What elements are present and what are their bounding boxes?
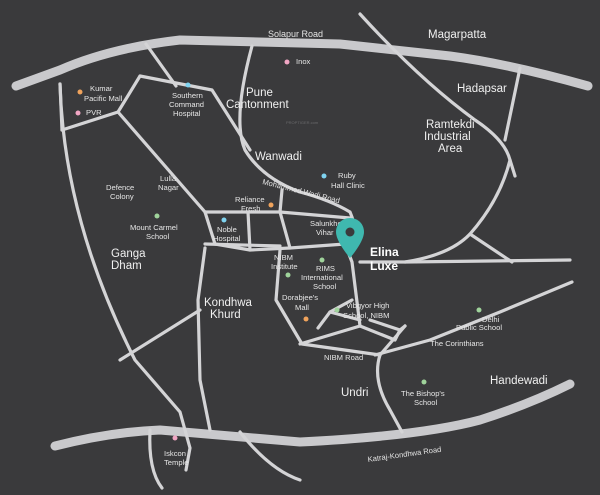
poi-lulla-nagar-line2: Nagar: [158, 183, 179, 192]
area-hadapsar: Hadapsar: [457, 83, 507, 95]
project-name-line1: Elina: [370, 245, 399, 259]
mount-carmel-marker-icon: [154, 213, 160, 219]
area-pune-cantonment-line1: Pune: [246, 87, 273, 99]
poi-rims-school-line3: School: [313, 282, 337, 291]
poi-inox: Inox: [296, 57, 311, 66]
poi-lulla-nagar-line1: Lulla: [160, 174, 177, 183]
poi-kumar-pacific-line2: Pacific Mall: [84, 94, 123, 103]
poi-ruby-hall-line2: Hall Clinic: [331, 181, 365, 190]
poi-dorabjees-line2: Mall: [295, 303, 309, 312]
area-magarpatta: Magarpatta: [428, 29, 487, 41]
iskcon-marker-icon: [172, 435, 178, 441]
rims-school-marker-icon: [319, 257, 325, 263]
area-ganga-dham-line2: Dham: [111, 260, 142, 272]
delhi-public-marker-icon: [476, 307, 482, 313]
solapur-road-label: Solapur Road: [268, 29, 323, 39]
poi-nibm-institute-line2: Institute: [271, 262, 298, 271]
area-ganga-dham-line1: Ganga: [111, 248, 146, 260]
poi-reliance-fresh-line1: Reliance: [235, 195, 265, 204]
poi-southern-command-line1: Southern: [172, 91, 203, 100]
poi-reliance-fresh-line2: Fresh: [241, 204, 260, 213]
nibm-institute-marker-icon: [285, 272, 291, 278]
poi-southern-command-line3: Hospital: [173, 109, 201, 118]
area-kondhwa-khurd-line2: Khurd: [210, 309, 241, 321]
poi-iskcon-line1: Iskcon: [164, 449, 186, 458]
poi-nibm-institute-line1: NIBM: [274, 253, 293, 262]
poi-rims-school-line1: RIMS: [316, 264, 335, 273]
inox-marker-icon: [284, 59, 290, 65]
bishops-marker-icon: [421, 379, 427, 385]
area-ramtekdi-line1: Ramtekdi: [426, 119, 475, 131]
poi-defence-colony-line1: Defence: [106, 183, 134, 192]
poi-noble-hospital-line2: Hospital: [213, 234, 241, 243]
poi-kumar-pacific-line1: Kumar: [90, 84, 113, 93]
poi-mount-carmel-line2: School: [146, 232, 170, 241]
area-ramtekdi-line3: Area: [438, 143, 463, 155]
project-location-pin-icon[interactable]: [336, 218, 364, 258]
poi-noble-hospital-line1: Noble: [217, 225, 237, 234]
poi-ruby-hall-line1: Ruby: [338, 171, 356, 180]
watermark: PROPTIGER.com: [286, 120, 319, 125]
poi-dorabjees-line1: Dorabjee's: [282, 293, 318, 302]
poi-corinthians: The Corinthians: [430, 339, 484, 348]
poi-iskcon-line2: Temple: [164, 458, 188, 467]
area-wanwadi: Wanwadi: [255, 151, 302, 163]
area-handewadi: Handewadi: [490, 375, 548, 387]
poi-vibgyor-line1: Vibgyor High: [346, 301, 389, 310]
poi-pvr: PVR: [86, 108, 102, 117]
ruby-hall-marker-icon: [321, 173, 327, 179]
dorabjees-marker-icon: [303, 316, 309, 322]
pvr-marker-icon: [75, 110, 81, 116]
noble-hospital-marker-icon: [221, 217, 227, 223]
area-kondhwa-khurd-line1: Kondhwa: [204, 297, 253, 309]
katraj-kondhwa-road: [50, 379, 575, 451]
reliance-fresh-marker-icon: [268, 202, 274, 208]
poi-bishops-line1: The Bishop's: [401, 389, 445, 398]
area-ramtekdi-line2: Industrial: [424, 131, 471, 143]
poi-delhi-public-line2: Public School: [456, 323, 502, 332]
poi-delhi-public-line1: Delhi: [482, 315, 500, 324]
poi-vibgyor-line2: School, NIBM: [343, 311, 389, 320]
poi-mount-carmel-line1: Mount Carmel: [130, 223, 178, 232]
area-pune-cantonment-line2: Cantonment: [226, 99, 289, 111]
area-undri: Undri: [341, 387, 368, 399]
nibm-road-label: NIBM Road: [324, 353, 363, 362]
poi-bishops-line2: School: [414, 398, 438, 407]
poi-salunkhe-vihar-line2: Vihar: [316, 228, 334, 237]
poi-salunkhe-vihar-line1: Salunkhe: [310, 219, 342, 228]
poi-rims-school-line2: International: [301, 273, 343, 282]
kumar-pacific-marker-icon: [77, 89, 83, 95]
vibgyor-marker-icon: [334, 307, 340, 313]
poi-defence-colony-line2: Colony: [110, 192, 134, 201]
solapur-road: [11, 35, 593, 91]
minor-roads: [58, 12, 574, 490]
poi-southern-command-line2: Command: [169, 100, 204, 109]
southern-command-marker-icon: [185, 82, 191, 88]
project-name-line2: Luxe: [370, 259, 398, 273]
